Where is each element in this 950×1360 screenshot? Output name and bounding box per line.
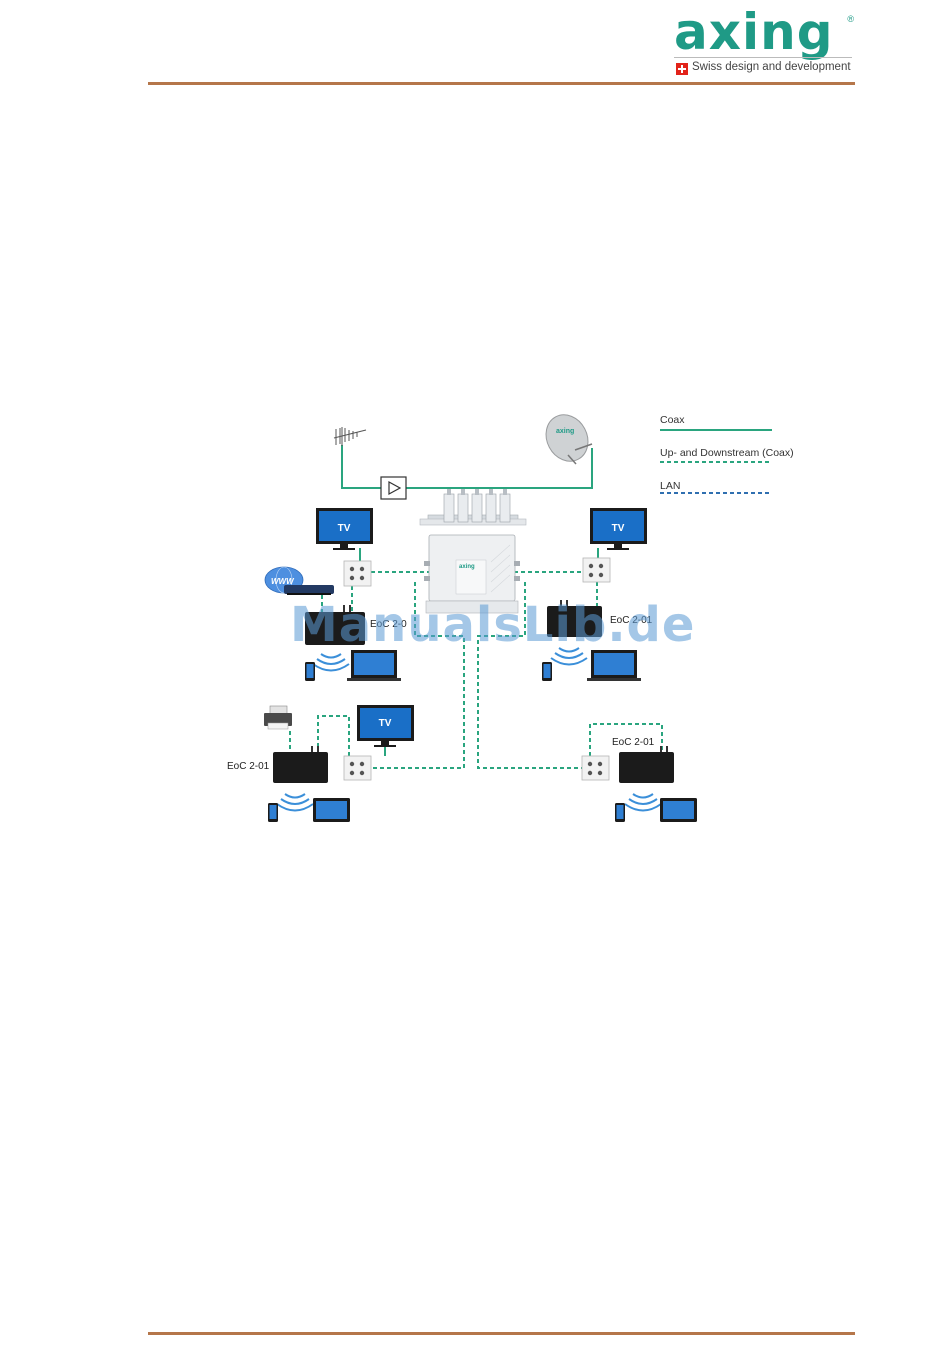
legend-label-coax: Coax — [660, 414, 685, 426]
eoc-device-left-bottom: EoC 2-01 — [227, 746, 328, 783]
legend-label-lan: LAN — [660, 480, 680, 492]
smartphone-icon — [615, 803, 625, 822]
multiswitch-device: axing — [420, 489, 526, 613]
tablet-icon — [660, 798, 697, 822]
router-icon — [284, 585, 334, 595]
wifi-icon — [277, 794, 313, 811]
legend: Coax Up- and Downstream (Coax) LAN — [660, 414, 794, 493]
eoc-device-right-bottom: EoC 2-01 — [612, 737, 674, 783]
watermark: ManualsLib.de — [290, 597, 670, 653]
wall-outlet-left-bottom — [344, 756, 371, 780]
smartphone-icon — [305, 662, 315, 681]
tv-left-top: TV — [316, 508, 373, 550]
tv-label: TV — [612, 523, 625, 534]
tv-label: TV — [379, 718, 392, 729]
tv-right-top: TV — [590, 508, 647, 550]
www-label: WWW — [271, 577, 295, 586]
eoc-label-left-bottom: EoC 2-01 — [227, 761, 270, 772]
tablet-icon — [313, 798, 350, 822]
satellite-dish-icon: axing — [538, 407, 596, 468]
smartphone-icon — [268, 803, 278, 822]
tv-left-bottom: TV — [357, 705, 414, 747]
wifi-icon — [313, 654, 349, 671]
laptop-icon — [587, 650, 641, 681]
printer-icon — [264, 706, 292, 729]
tv-label: TV — [338, 523, 351, 534]
laptop-icon — [347, 650, 401, 681]
switch-brand: axing — [459, 564, 475, 570]
dish-brand: axing — [556, 428, 574, 435]
smartphone-icon — [542, 662, 552, 681]
coax-antenna-to-amp — [342, 445, 381, 488]
terrestrial-antenna-icon — [334, 427, 366, 446]
wall-outlet-right-top — [583, 558, 610, 582]
eoc-label-right-bottom: EoC 2-01 — [612, 737, 655, 748]
legend-label-updown: Up- and Downstream (Coax) — [660, 447, 794, 459]
wifi-icon — [625, 794, 661, 811]
amplifier-icon — [381, 477, 406, 499]
wall-outlet-left-top — [344, 561, 371, 586]
updown-outlet-to-eoc-left-bottom — [318, 716, 349, 756]
wall-outlet-right-bottom — [582, 756, 609, 780]
